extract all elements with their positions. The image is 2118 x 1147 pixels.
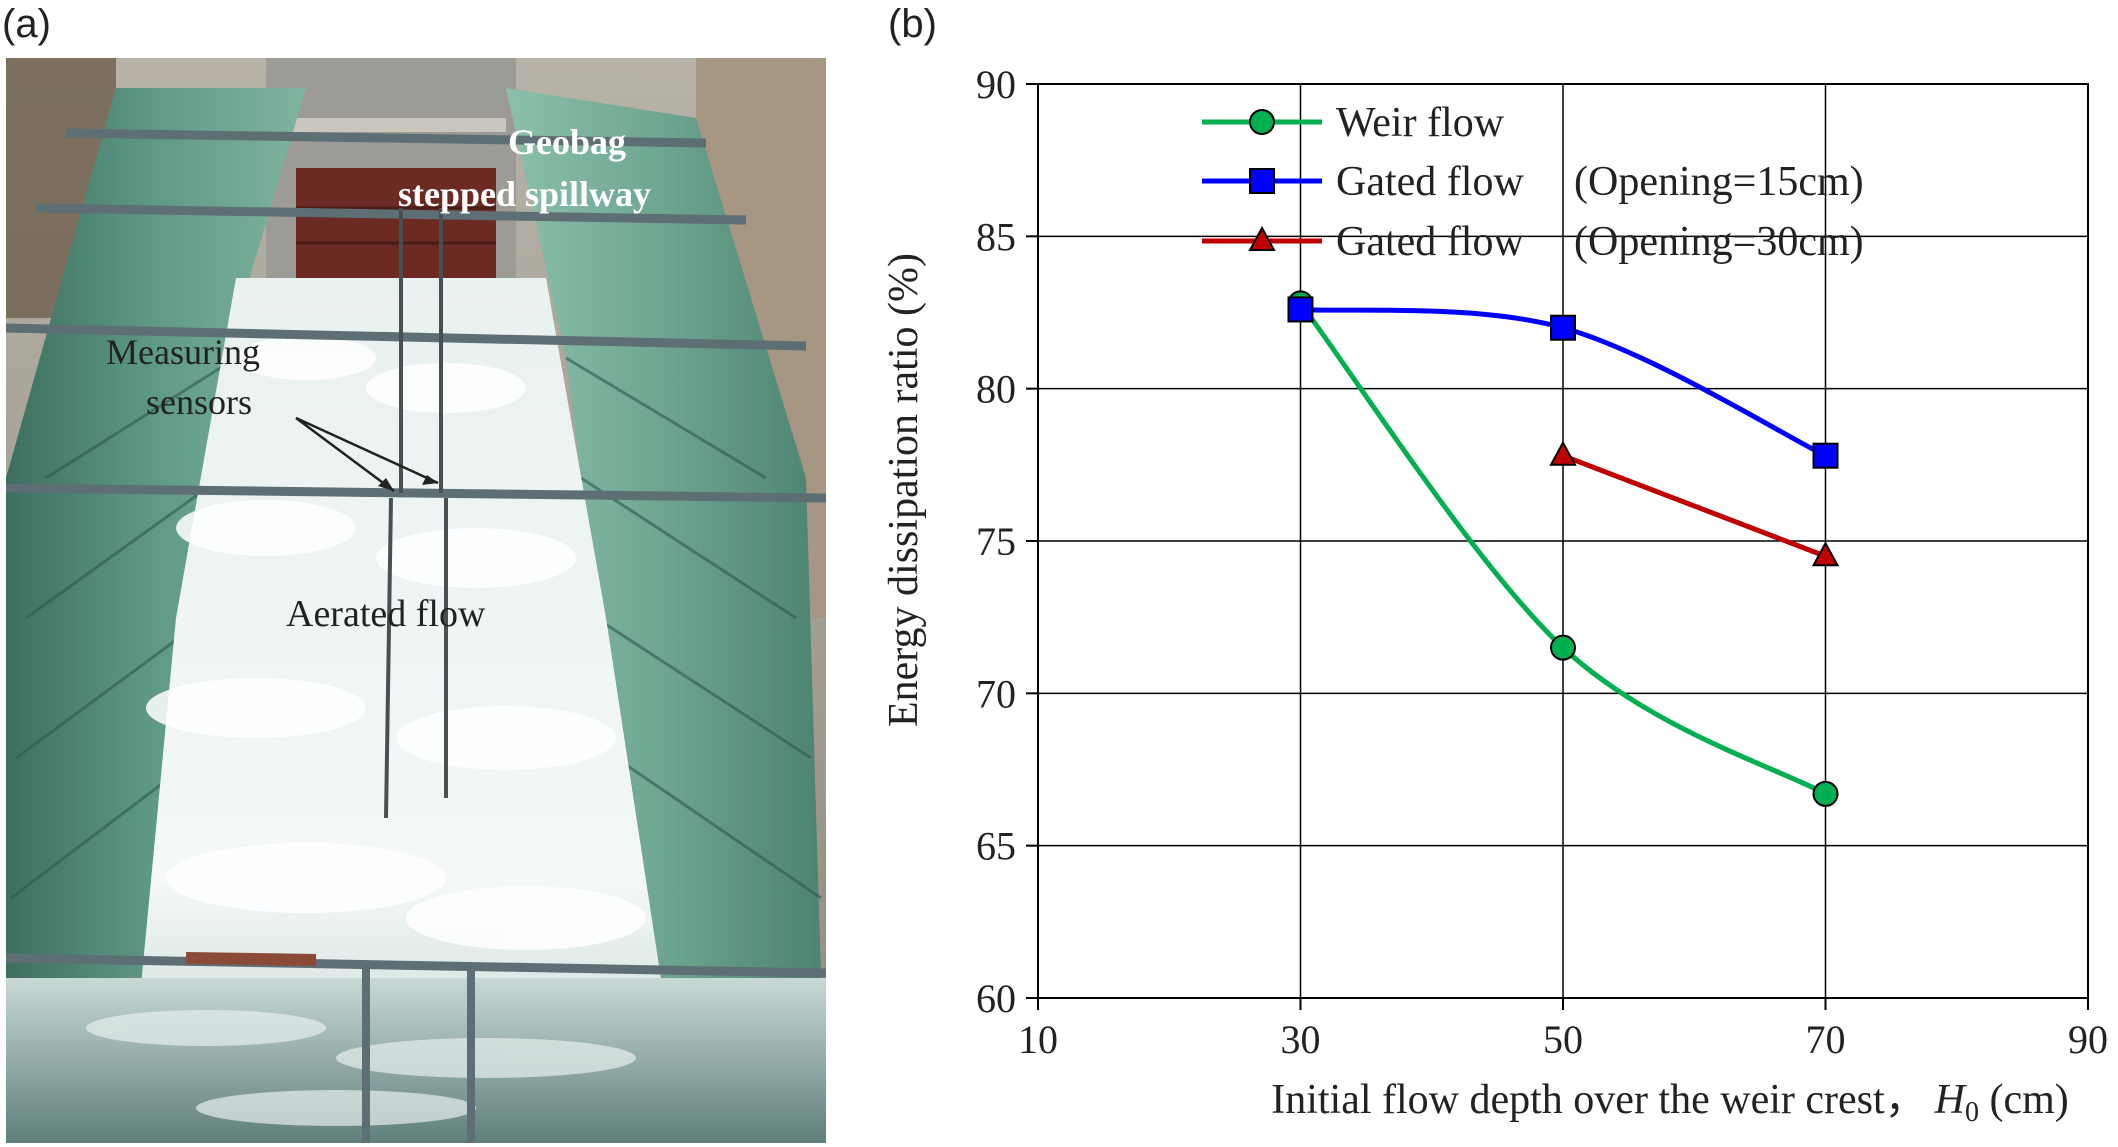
x-tick-label: 10 [1018,1017,1058,1062]
y-tick-label: 60 [976,976,1016,1021]
data-point-series-0 [1550,634,1576,661]
sensors-label-line1: Measuring [106,332,260,372]
grid [1037,83,2089,999]
geobag-label-line1: Geobag [508,122,626,162]
x-tick-label: 90 [2068,1017,2108,1062]
x-axis-label-sub: 0 [1965,1097,1979,1128]
data-point-series-0 [1812,780,1839,807]
legend-label: Gated flow [1336,219,1524,265]
y-tick-label: 80 [976,367,1016,412]
x-axis-label-text: Initial flow depth over the weir crest， [1271,1077,1926,1123]
y-tick-label: 90 [976,62,1016,107]
x-tick-label: 70 [1806,1017,1846,1062]
spillway-photo: Geobag stepped spillway Measuring sensor… [6,58,826,1143]
y-tick-label: 85 [976,214,1016,259]
legend-label: Gated flow [1336,159,1524,205]
panel-label-b: (b) [888,2,937,46]
legend-marker [1248,225,1276,251]
data-point-series-2 [1811,541,1840,567]
x-tick-label: 50 [1543,1017,1583,1062]
y-tick-label: 70 [976,671,1016,716]
data-point-series-1 [1287,296,1314,323]
series [1287,290,1840,807]
x-axis-label-var: H [1934,1077,1968,1123]
legend-label-suffix: (Opening=15cm) [1574,159,1864,205]
legend-label-suffix: (Opening=30cm) [1574,219,1864,265]
legend-label: Weir flow [1336,100,1505,146]
axis-ticks: 60 65 70 75 80 85 90 10 30 50 70 90 [976,62,2108,1062]
y-tick-label: 75 [976,519,1016,564]
x-tick-label: 30 [1281,1017,1321,1062]
aerated-flow-label: Aerated flow [286,593,486,635]
legend-marker [1249,168,1275,194]
y-axis-label: Energy dissipation ratio (%) [881,253,927,727]
right-geobag-slope [506,88,826,1143]
x-axis-label-unit: (cm) [1979,1077,2069,1123]
geobag-label-line2: stepped spillway [398,174,651,214]
data-point-series-1 [1550,314,1576,341]
data-point-series-2 [1549,440,1577,466]
legend-marker [1249,109,1275,135]
x-axis-label: Initial flow depth over the weir crest，H… [1271,1077,2069,1128]
series-line-2 [1562,453,1827,559]
data-point-series-1 [1812,442,1839,469]
gate [296,168,496,278]
sensors-label-line2: sensors [146,382,252,422]
panel-label-a: (a) [2,2,51,46]
left-geobag-slope [6,88,306,1143]
y-tick-label: 65 [976,824,1016,869]
